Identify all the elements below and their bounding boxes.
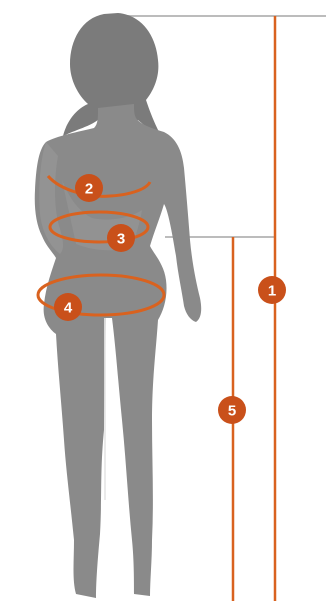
badge-bust-label: 2 — [85, 181, 93, 198]
badge-leg: 5 — [218, 396, 246, 424]
badge-waist: 3 — [107, 224, 135, 252]
badge-height-label: 1 — [268, 283, 276, 300]
badge-leg-label: 5 — [228, 403, 236, 420]
badge-hips-label: 4 — [64, 300, 73, 317]
badge-hips: 4 — [54, 293, 82, 321]
badge-waist-label: 3 — [117, 231, 125, 248]
badge-bust: 2 — [75, 174, 103, 202]
badge-height: 1 — [258, 276, 286, 304]
